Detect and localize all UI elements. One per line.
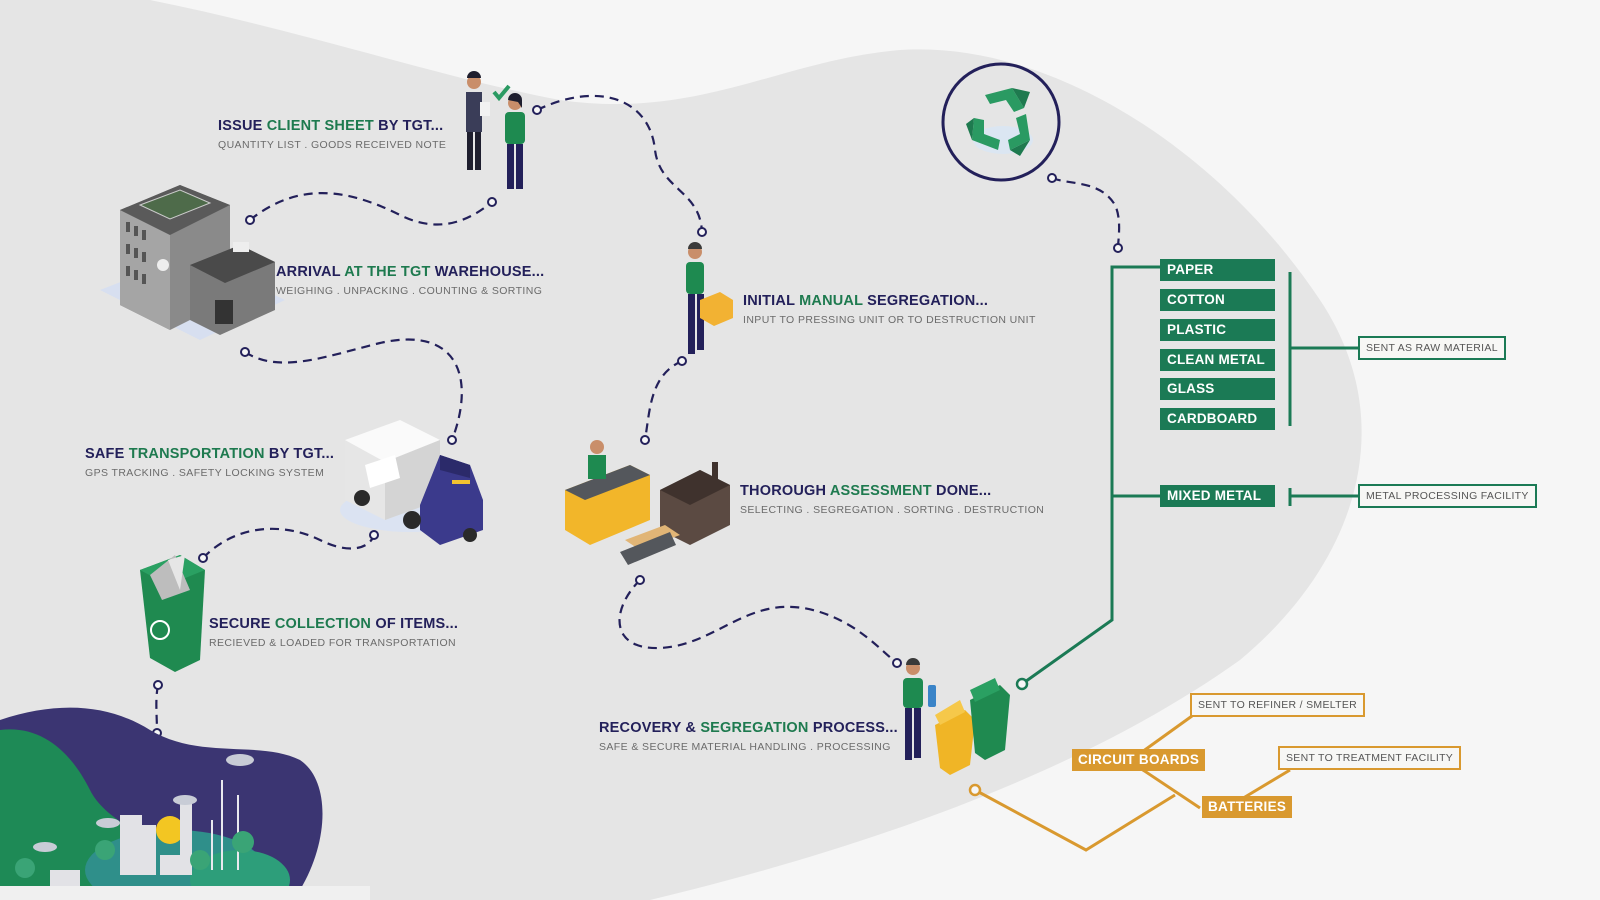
destination-refiner-smelter: SENT TO REFINER / SMELTER [1190, 693, 1366, 717]
step-subtitle: SAFE & SECURE MATERIAL HANDLING . PROCES… [599, 741, 891, 753]
destination-treatment-facility: SENT TO TREATMENT FACILITY [1278, 746, 1462, 770]
step-recovery-segregation: RECOVERY & SEGREGATION PROCESS... SAFE &… [599, 720, 898, 753]
step-subtitle: INPUT TO PRESSING UNIT OR TO DESTRUCTION… [743, 314, 1036, 326]
handshake-people-icon [466, 71, 525, 189]
background-blob [0, 0, 1362, 900]
material-cotton: COTTON [1160, 289, 1275, 311]
truck-icon [340, 420, 483, 545]
connector-warehouse-to-issue [249, 192, 493, 226]
connector-issue-to-manual [536, 94, 704, 233]
recycle-bin-icon [140, 555, 205, 672]
step-title: INITIAL MANUAL SEGREGATION... [743, 293, 989, 309]
step-thorough-assessment: THOROUGH ASSESSMENT DONE... SELECTING . … [740, 483, 1044, 516]
step-title: SAFE TRANSPORTATION BY TGT... [85, 446, 335, 462]
material-batteries: BATTERIES [1202, 796, 1293, 818]
recycle-symbol-icon [941, 62, 1061, 182]
destination-raw-material: SENT AS RAW MATERIAL [1358, 336, 1506, 360]
step-secure-collection: SECURE COLLECTION OF ITEMS... RECIEVED &… [209, 616, 458, 649]
connector-truck-to-bin [202, 527, 376, 559]
step-title: ARRIVAL AT THE TGT WAREHOUSE... [276, 264, 545, 280]
worker-with-box-icon [686, 242, 733, 354]
material-circuit-boards: CIRCUIT BOARDS [1072, 749, 1206, 771]
material-mixed-metal: MIXED METAL [1160, 485, 1275, 507]
connector-warehouse-to-truck [244, 338, 463, 441]
step-issue-client-sheet: ISSUE CLIENT SHEET BY TGT... QUANTITY LI… [218, 118, 446, 151]
destination-metal-processing: METAL PROCESSING FACILITY [1358, 484, 1537, 508]
step-subtitle: SELECTING . SEGREGATION . SORTING . DEST… [740, 504, 1045, 516]
conveyor-machine-icon [565, 440, 730, 565]
material-glass: GLASS [1160, 378, 1275, 400]
green-tree-endpoint [1015, 677, 1029, 691]
step-subtitle: WEIGHING . UNPACKING . COUNTING & SORTIN… [276, 285, 543, 297]
connector-endpoints [152, 105, 1123, 738]
step-title: RECOVERY & SEGREGATION PROCESS... [599, 720, 898, 736]
green-tree-connectors [1021, 265, 1360, 686]
step-title: ISSUE CLIENT SHEET BY TGT... [218, 118, 444, 134]
material-paper: PAPER [1160, 259, 1275, 281]
material-clean-metal: CLEAN METAL [1160, 349, 1275, 371]
step-initial-manual-segregation: INITIAL MANUAL SEGREGATION... INPUT TO P… [743, 293, 1036, 326]
warehouse-building-icon [100, 185, 285, 340]
material-cardboard: CARDBOARD [1160, 408, 1275, 430]
gold-tree-endpoint [968, 783, 982, 797]
step-subtitle: RECIEVED & LOADED FOR TRANSPORTATION [209, 637, 456, 649]
step-arrival-warehouse: ARRIVAL AT THE TGT WAREHOUSE... WEIGHING… [276, 264, 544, 297]
material-plastic: PLASTIC [1160, 319, 1275, 341]
green-city-landscape [0, 707, 370, 900]
step-title: THOROUGH ASSESSMENT DONE... [740, 483, 992, 499]
gold-tree-connectors [974, 714, 1291, 852]
step-subtitle: GPS TRACKING . SAFETY LOCKING SYSTEM [85, 467, 325, 479]
connector-recycle-to-tree [1051, 176, 1121, 249]
dashed-connectors [155, 94, 1121, 734]
step-title: SECURE COLLECTION OF ITEMS... [209, 616, 459, 632]
step-safe-transportation: SAFE TRANSPORTATION BY TGT... GPS TRACKI… [85, 446, 334, 479]
worker-with-bins-icon [903, 658, 1010, 775]
connector-manual-to-assessment [643, 359, 683, 441]
step-subtitle: QUANTITY LIST . GOODS RECEIVED NOTE [218, 139, 447, 151]
connector-assessment-to-recovery [618, 579, 898, 664]
